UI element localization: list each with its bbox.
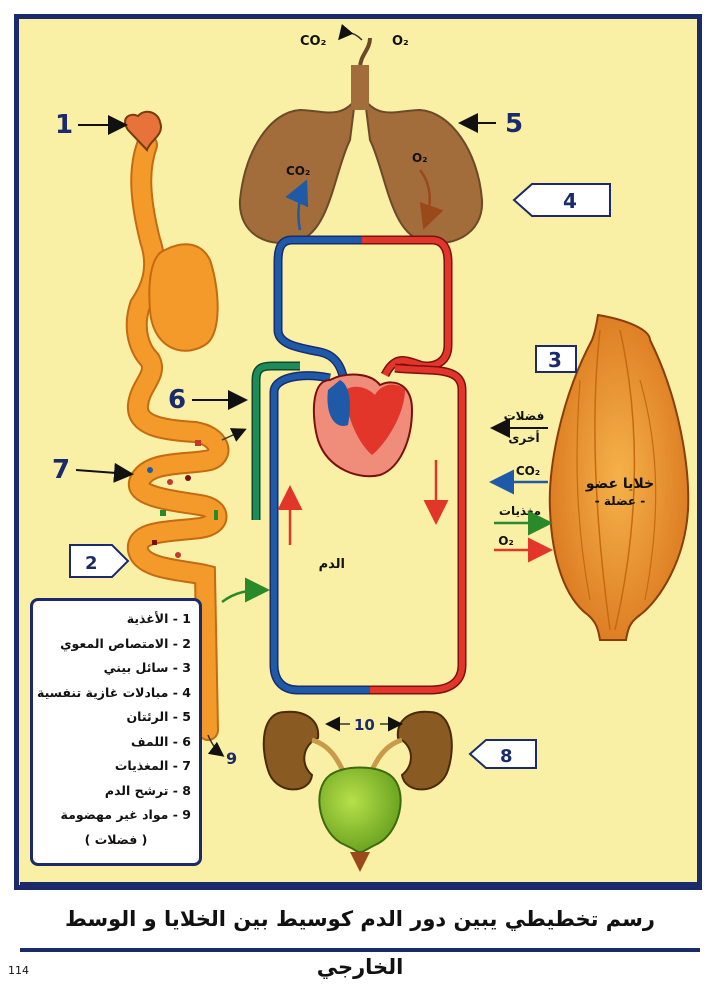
- blood-circuit: [269, 235, 467, 695]
- legend-item: 9 - مواد غير مهضومة: [60, 807, 191, 822]
- o2-inhaled-label: O₂: [392, 34, 409, 49]
- legend-item: 8 - ترشح الدم: [104, 782, 191, 798]
- blood-label: الدم: [319, 557, 345, 572]
- label-7-arrow: [75, 462, 134, 483]
- waste-label-2: أخرى: [508, 430, 539, 445]
- muscle-cells-label: خلايا عضو: [585, 476, 654, 492]
- svg-text:3: 3: [548, 348, 562, 372]
- caption-divider: [20, 882, 700, 888]
- legend-box: 1 - الأغذية 2 - الامتصاص المعوي 3 - سائل…: [30, 598, 202, 866]
- legend-item: 2 - الامتصاص المعوي: [60, 635, 191, 651]
- co2-out-arrow: [338, 23, 363, 41]
- o2-muscle-label: O₂: [498, 534, 513, 548]
- muscle-organ: [548, 313, 690, 641]
- legend-item: 7 - المغذيات: [114, 758, 191, 773]
- page-number: 114: [8, 964, 29, 977]
- legend-subnote: ( فضلات ): [84, 831, 148, 847]
- legend-item: 3 - سائل بيني: [103, 660, 191, 675]
- muscle-subtitle: - عضلة -: [595, 494, 646, 508]
- nutrients-label: مغذيات: [499, 504, 541, 518]
- heart: [312, 373, 414, 478]
- waste-exit-arrow: [207, 734, 225, 757]
- label-2-box: 2: [69, 544, 130, 578]
- kidneys-bladder: [262, 710, 453, 872]
- waste-label-1: فضلات: [504, 409, 545, 423]
- o2-lung-arrow: [418, 169, 444, 230]
- legend-item: 4 - مبادلات غازية تنفسية: [36, 684, 191, 700]
- label-6: 6: [168, 385, 186, 415]
- caption-bottom-divider: [20, 948, 700, 952]
- label-1: 1: [55, 110, 73, 140]
- svg-text:8: 8: [500, 746, 513, 767]
- intestine-to-blood-arrow: [221, 577, 270, 603]
- lymph-vessel: [251, 361, 300, 520]
- label-3-box: 3: [535, 345, 577, 373]
- svg-text:2: 2: [85, 553, 98, 574]
- label-4-box: 4: [512, 183, 611, 217]
- figure-caption: رسم تخطيطي يبين دور الدم كوسيط بين الخلا…: [64, 907, 656, 979]
- label-5: 5: [505, 109, 523, 139]
- legend-item: 1 - الأغذية: [126, 611, 191, 626]
- label-7: 7: [52, 455, 70, 485]
- label-10: 10: [354, 716, 375, 734]
- legend-item: 5 - الرئتان: [126, 709, 191, 724]
- co2-exhaled-label: CO₂: [300, 34, 326, 49]
- digestive-tract: [124, 110, 230, 741]
- co2-muscle-label: CO₂: [516, 464, 540, 478]
- co2-lung-arrow: [285, 179, 309, 231]
- legend-item: 6 - اللمف: [131, 733, 191, 749]
- lungs: [238, 37, 484, 245]
- o2-lung-label: O₂: [412, 151, 427, 165]
- label-9: 9: [226, 749, 237, 768]
- co2-lung-label: CO₂: [286, 164, 310, 178]
- absorption-arrow: [221, 428, 247, 442]
- svg-text:4: 4: [563, 189, 577, 213]
- label-8-box: 8: [468, 739, 537, 769]
